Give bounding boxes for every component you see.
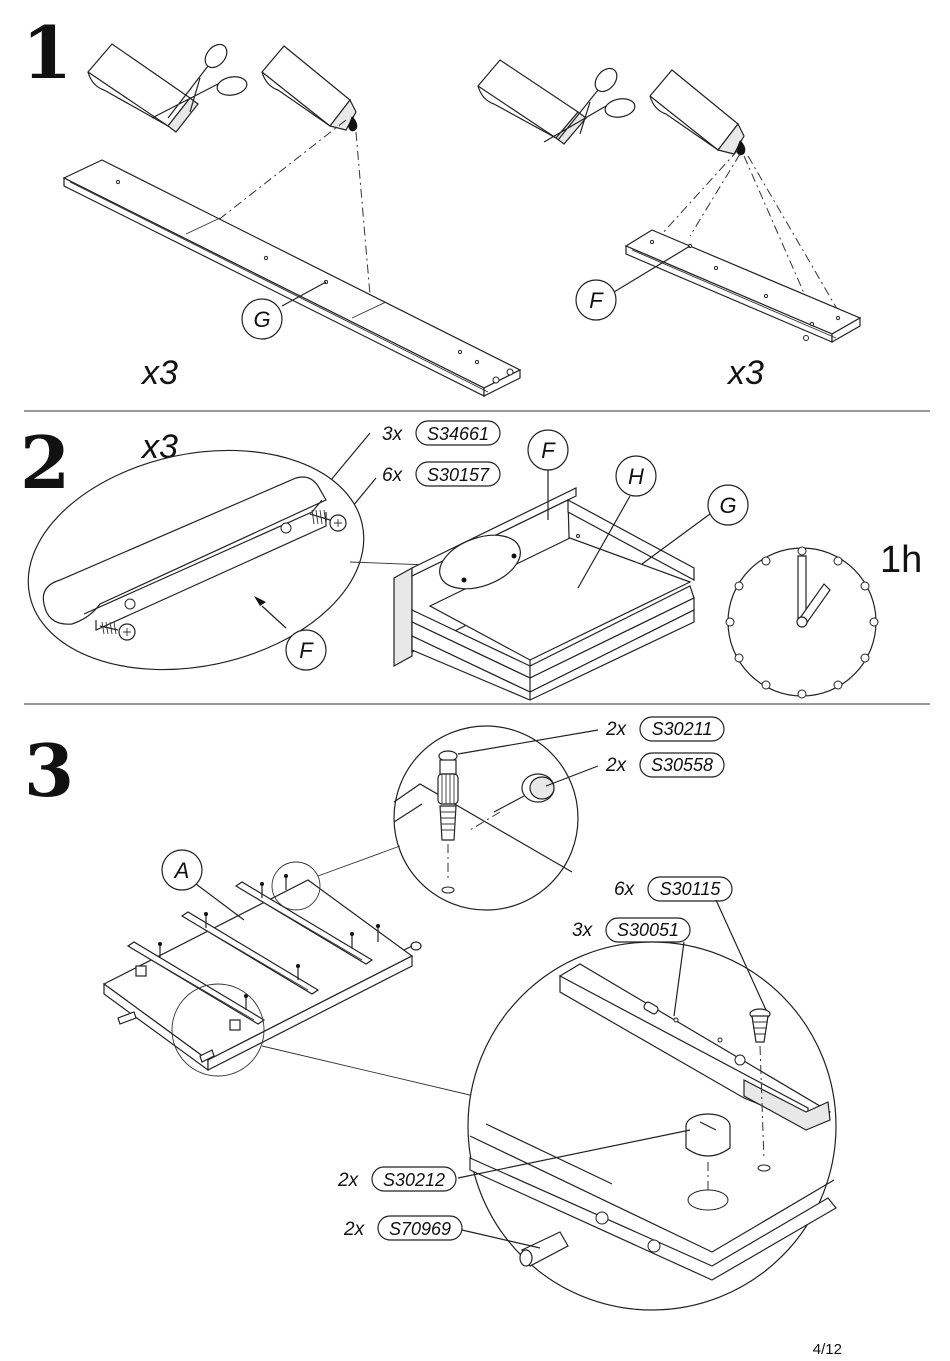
- step-3: 3: [24, 716, 837, 1311]
- hardware-callout: 2x S30212: [337, 1166, 457, 1192]
- screw-icon: [309, 509, 347, 532]
- cam-lock-icon: [685, 1113, 731, 1157]
- part-label-f: F: [527, 429, 569, 471]
- hardware-callout: 2x S70969: [343, 1215, 463, 1241]
- svg-text:3x: 3x: [572, 920, 594, 941]
- svg-text:6x: 6x: [614, 879, 636, 900]
- svg-text:3x: 3x: [382, 424, 404, 445]
- svg-text:6x: 6x: [382, 465, 404, 486]
- hardware-callout: 6x S30115: [614, 876, 733, 902]
- svg-text:F: F: [589, 288, 604, 313]
- part-label-a: A: [161, 849, 203, 891]
- part-label-f: F: [575, 279, 617, 321]
- svg-text:S30051: S30051: [617, 920, 679, 940]
- detail-zoom-circle: [393, 725, 579, 911]
- svg-text:F: F: [541, 438, 556, 463]
- hardware-callout: 3x S34661: [382, 420, 501, 446]
- hardware-callout: 3x S30051: [572, 917, 691, 943]
- quantity-multiplier: x3: [140, 354, 178, 392]
- part-label-g: G: [241, 298, 283, 340]
- detail-zoom-circle: [467, 941, 837, 1311]
- hardware-callout: 2x S30558: [605, 752, 725, 778]
- svg-text:F: F: [299, 638, 314, 663]
- drawer-box: [393, 487, 695, 701]
- svg-text:S30211: S30211: [652, 719, 713, 739]
- scissors-icon: [543, 67, 636, 143]
- cover-cap-icon: [493, 773, 555, 813]
- clock-icon: [725, 546, 879, 699]
- step-1: 1: [22, 10, 862, 397]
- svg-text:H: H: [628, 464, 644, 489]
- detail-zoom-ellipse: [27, 449, 455, 671]
- svg-text:S34661: S34661: [427, 424, 489, 444]
- part-label-g: G: [707, 484, 749, 526]
- dowel-icon: [519, 1231, 569, 1267]
- page-number: 4/12: [813, 1341, 842, 1358]
- glue-tube-icon: [87, 43, 199, 133]
- part-label-h: H: [615, 455, 657, 497]
- svg-text:2x: 2x: [605, 755, 628, 776]
- hardware-callout: 2x S30211: [605, 716, 725, 742]
- part-g-rail: [62, 159, 522, 397]
- panel-a-drawer-base: [102, 874, 422, 1072]
- svg-text:S30115: S30115: [660, 879, 722, 899]
- hardware-callout: 6x S30157: [382, 461, 501, 487]
- svg-text:2x: 2x: [605, 719, 628, 740]
- svg-text:G: G: [719, 493, 736, 518]
- step-2-number: 2: [20, 420, 70, 505]
- duration-label: 1h: [880, 539, 922, 581]
- svg-text:S30212: S30212: [383, 1170, 445, 1190]
- svg-text:S70969: S70969: [389, 1219, 451, 1239]
- part-f-rail: [624, 229, 862, 344]
- svg-text:G: G: [253, 307, 270, 332]
- glue-tube-icon: [477, 59, 587, 145]
- scissors-icon: [151, 43, 248, 119]
- glue-tube-icon: [261, 45, 358, 132]
- step-3-number: 3: [24, 728, 74, 813]
- svg-text:S30157: S30157: [427, 465, 490, 485]
- glue-tube-icon: [649, 69, 746, 156]
- detail-marker-circle: [171, 983, 265, 1077]
- quantity-multiplier: x3: [726, 354, 764, 392]
- svg-text:A: A: [173, 858, 190, 883]
- part-label-f: F: [285, 629, 327, 671]
- svg-text:2x: 2x: [337, 1170, 360, 1191]
- screw-icon: [749, 1008, 771, 1043]
- svg-text:S30558: S30558: [651, 755, 713, 775]
- step-1-number: 1: [22, 10, 72, 95]
- screw-icon: [99, 621, 136, 641]
- step-2: 2 x3 3x S34661 6x S30157: [20, 420, 922, 701]
- detail-marker-circle: [271, 861, 321, 911]
- cam-bolt-icon: [437, 750, 459, 841]
- svg-text:2x: 2x: [343, 1219, 366, 1240]
